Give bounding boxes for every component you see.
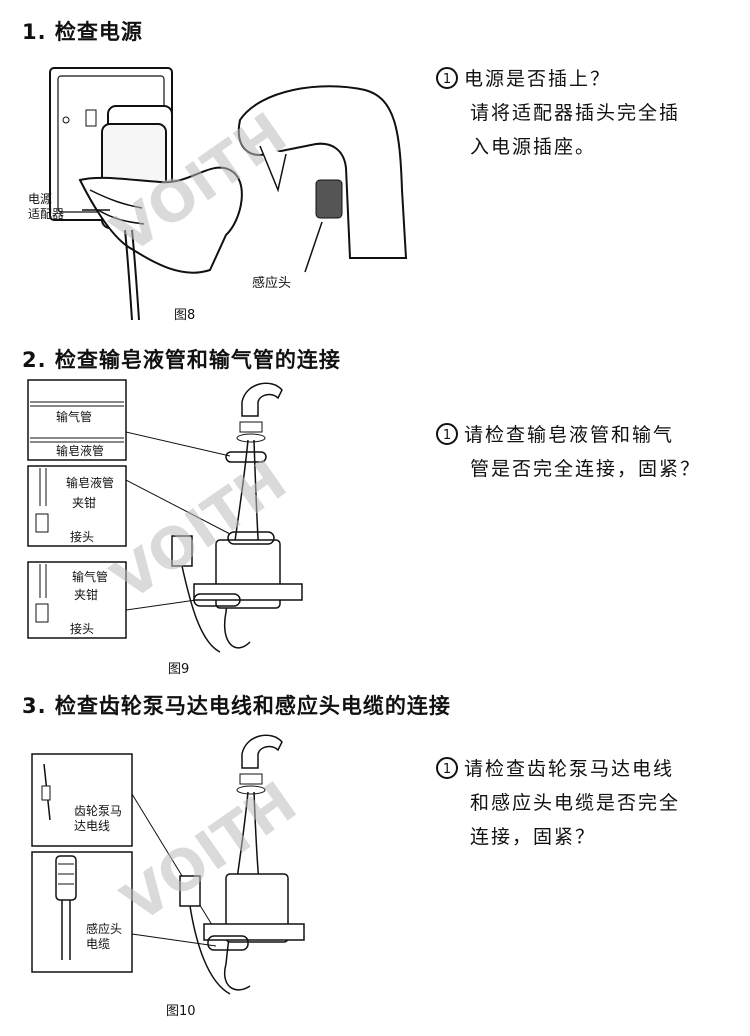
note-number-badge: 1 xyxy=(436,67,458,89)
sensor-label: 感应头 xyxy=(252,276,292,291)
clamp-label-1: 夹钳 xyxy=(72,496,97,510)
figure-10-caption: 图10 xyxy=(166,1004,196,1019)
soap-tube-label-top: 输皂液管 xyxy=(56,444,105,458)
section-1-heading: 1. 检查电源 xyxy=(22,20,143,44)
section-2-heading: 2. 检查输皂液管和输气管的连接 xyxy=(22,348,341,372)
air-tube-label: 输气管 xyxy=(72,570,109,584)
motor-wire-label: 齿轮泵马 达电线 xyxy=(74,804,123,833)
sensor-cable-label: 感应头 电缆 xyxy=(86,922,123,951)
clamp-label-2: 夹钳 xyxy=(74,588,99,602)
figure-9-caption: 图9 xyxy=(168,662,190,677)
section-3-heading: 3. 检查齿轮泵马达电线和感应头电缆的连接 xyxy=(22,694,451,718)
soap-tube-label: 输皂液管 xyxy=(66,476,115,490)
note-number-badge: 1 xyxy=(436,757,458,779)
adapter-label: 电源 适配器 xyxy=(28,192,65,221)
figure-8-caption: 图8 xyxy=(174,308,196,323)
note-number-badge: 1 xyxy=(436,423,458,445)
connector-label-1: 接头 xyxy=(70,530,95,544)
figure-9-illustration: VOITH xyxy=(27,379,303,653)
figure-8-illustration: VOITH xyxy=(49,67,408,321)
connector-label-2: 接头 xyxy=(70,622,95,636)
figure-10-illustration: VOITH xyxy=(31,734,308,995)
air-tube-label-top: 输气管 xyxy=(56,410,93,424)
